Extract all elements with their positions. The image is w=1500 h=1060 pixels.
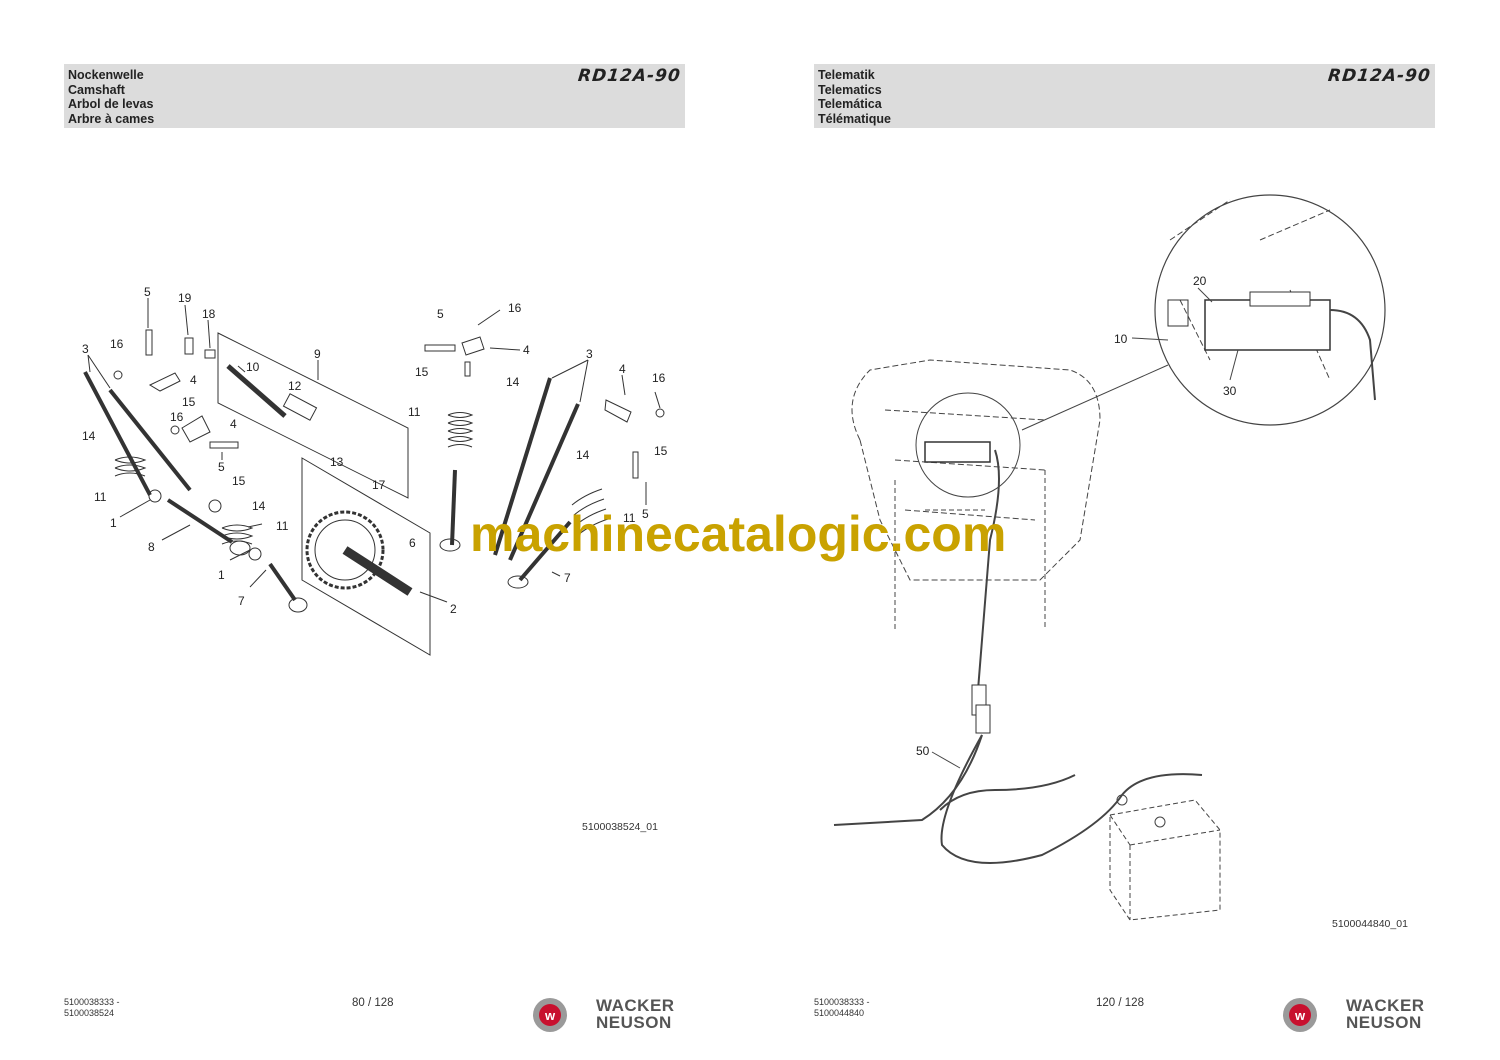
brand-name-line: WACKER xyxy=(596,996,675,1015)
callout: 14 xyxy=(82,429,96,443)
right-page: Telematik Telematics Telemática Télémati… xyxy=(750,0,1500,1060)
callout: 11 xyxy=(408,405,421,419)
brand-name-line: WACKER xyxy=(1346,996,1425,1015)
svg-text:w: w xyxy=(1294,1008,1306,1023)
doc-code-line: 5100038524 xyxy=(64,1008,115,1018)
doc-code-line: 5100038333 - xyxy=(814,997,870,1007)
right-header-bar: Telematik Telematics Telemática Télémati… xyxy=(814,64,1435,128)
group-box-9 xyxy=(217,332,409,499)
callout: 4 xyxy=(619,362,626,376)
callout: 30 xyxy=(1223,384,1237,398)
model-label: RD12A-90 xyxy=(1327,66,1433,86)
callout: 4 xyxy=(190,373,197,387)
callout: 1 xyxy=(218,568,225,582)
callout: 5 xyxy=(144,285,151,299)
title-spanish: Telemática xyxy=(818,97,882,112)
title-french: Arbre à cames xyxy=(68,111,155,126)
brand-name-line: NEUSON xyxy=(596,1013,672,1032)
callout: 4 xyxy=(230,417,237,431)
doc-code-line: 5100044840 xyxy=(814,1008,865,1018)
callout: 17 xyxy=(372,478,386,492)
drawing-number: 5100038524_01 xyxy=(582,821,658,833)
wacker-neuson-logo-icon: w xyxy=(533,998,567,1032)
callout: 3 xyxy=(82,342,89,356)
title-english: Camshaft xyxy=(68,82,125,97)
callout: 5 xyxy=(642,507,649,521)
document-codes: 5100038333 - 5100038524 xyxy=(64,997,120,1019)
callout: 10 xyxy=(246,360,260,374)
camshaft-exploded-drawing: 5 19 18 16 3 10 9 12 4 15 16 4 14 5 15 1… xyxy=(82,285,668,656)
callout: 4 xyxy=(523,343,530,357)
callout: 11 xyxy=(94,490,107,504)
svg-text:w: w xyxy=(544,1008,556,1023)
page-number: 80 / 128 xyxy=(352,997,394,1009)
callout: 5 xyxy=(218,460,225,474)
callout: 7 xyxy=(564,571,571,585)
callout: 20 xyxy=(1193,274,1207,288)
watermark-text: machinecatalogic.com xyxy=(470,506,1007,562)
callout: 8 xyxy=(148,540,155,554)
document-codes: 5100038333 - 5100044840 xyxy=(814,997,870,1019)
left-callout-numbers: 5 19 18 16 3 10 9 12 4 15 16 4 14 5 15 1… xyxy=(82,285,668,616)
callout: 2 xyxy=(450,602,457,616)
telematics-drawing: 20 10 30 50 xyxy=(833,194,1386,921)
callout: 16 xyxy=(652,371,666,385)
callout: 16 xyxy=(508,301,522,315)
drawing-number: 5100044840_01 xyxy=(1332,918,1408,930)
brand-name: WACKER NEUSON xyxy=(596,997,675,1031)
brand-name: WACKER NEUSON xyxy=(1346,997,1425,1031)
group-box-2 xyxy=(301,457,431,656)
callout: 18 xyxy=(202,307,216,321)
left-header-bar: Nockenwelle Camshaft Arbol de levas Arbr… xyxy=(64,64,685,128)
callout: 9 xyxy=(314,347,321,361)
title-spanish: Arbol de levas xyxy=(68,97,154,112)
brand-logo: w WACKER NEUSON xyxy=(532,995,687,1035)
callout: 10 xyxy=(1114,332,1128,346)
callout: 13 xyxy=(330,455,344,469)
callout: 1 xyxy=(110,516,117,530)
callout: 7 xyxy=(238,594,245,608)
page-number: 120 / 128 xyxy=(1096,997,1144,1009)
brand-logo: w WACKER NEUSON xyxy=(1282,995,1437,1035)
doc-code-line: 5100038333 - xyxy=(64,997,120,1007)
right-callout-numbers: 20 10 30 50 xyxy=(916,274,1237,758)
callout: 50 xyxy=(916,744,930,758)
left-page: Nockenwelle Camshaft Arbol de levas Arbr… xyxy=(64,64,687,1035)
callout: 11 xyxy=(623,511,636,525)
callout: 15 xyxy=(232,474,246,488)
callout: 3 xyxy=(586,347,593,361)
callout: 15 xyxy=(654,444,668,458)
callout: 12 xyxy=(288,379,302,393)
callout: 16 xyxy=(170,410,184,424)
title-french: Télématique xyxy=(818,111,891,126)
left-title-block: Nockenwelle Camshaft Arbol de levas Arbr… xyxy=(68,68,154,126)
title-german: Nockenwelle xyxy=(68,68,144,82)
callout: 11 xyxy=(276,519,289,533)
callout: 15 xyxy=(182,395,196,409)
wacker-neuson-logo-icon: w xyxy=(1283,998,1317,1032)
callout: 19 xyxy=(178,291,192,305)
model-label: RD12A-90 xyxy=(577,66,683,86)
callout: 5 xyxy=(437,307,444,321)
callout: 14 xyxy=(252,499,266,513)
title-german: Telematik xyxy=(818,68,875,82)
callout: 6 xyxy=(409,536,416,550)
brand-name-line: NEUSON xyxy=(1346,1013,1422,1032)
callout: 16 xyxy=(110,337,124,351)
callout: 14 xyxy=(506,375,520,389)
callout: 14 xyxy=(576,448,590,462)
callout: 15 xyxy=(415,365,429,379)
right-title-block: Telematik Telematics Telemática Télémati… xyxy=(818,68,891,126)
title-english: Telematics xyxy=(818,82,882,97)
